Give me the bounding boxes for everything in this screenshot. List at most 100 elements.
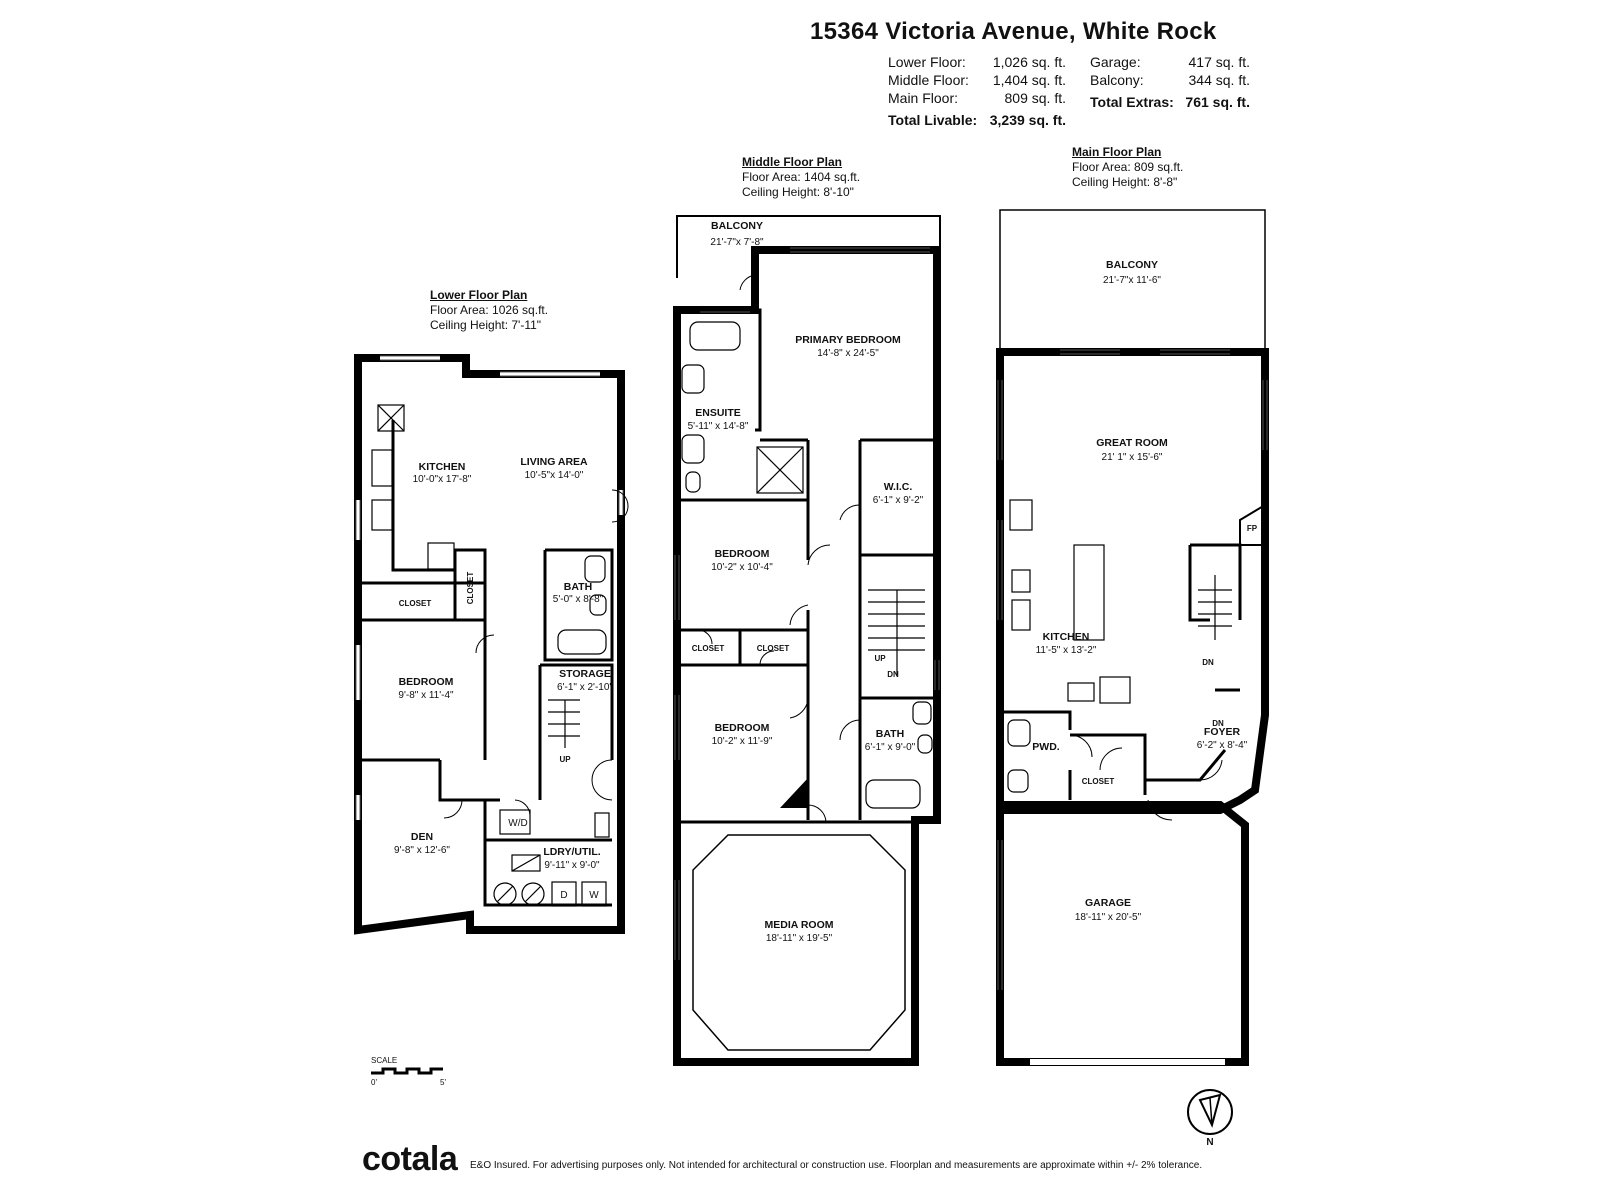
north-label: N [1206, 1137, 1213, 1148]
room-name: STORAGE [559, 668, 611, 680]
property-address: 15364 Victoria Avenue, White Rock [810, 18, 1217, 45]
dryer-tag: D [560, 890, 567, 901]
room-dims: 6'-2" x 8'-4" [1197, 740, 1248, 751]
main-balcony-rail [999, 209, 1266, 352]
middle-doors [697, 274, 861, 823]
middle-floor-outline [673, 246, 941, 1066]
room-name: LDRY/UTIL. [543, 846, 600, 858]
room-name: CLOSET [399, 599, 432, 608]
garage-outline [996, 801, 1249, 1066]
middle-windows [674, 247, 940, 960]
room-name: BEDROOM [715, 722, 770, 734]
room-name: LIVING AREA [520, 456, 588, 468]
area-summary-left: Lower Floor:1,026 sq. ft. Middle Floor:1… [888, 53, 1066, 129]
room-name: KITCHEN [1043, 631, 1090, 643]
room-dims: 14'-8" x 24'-5" [817, 348, 879, 359]
lower-floor-header: Lower Floor Plan Floor Area: 1026 sq.ft.… [430, 288, 548, 333]
main-interior-walls [1000, 543, 1242, 800]
room-dims: 10'-2" x 11'-9" [712, 736, 773, 747]
scale-label: SCALE [371, 1056, 397, 1065]
fireplace-tag: FP [1247, 524, 1258, 533]
room-name: KITCHEN [419, 461, 466, 473]
area-row-middle: Middle Floor:1,404 sq. ft. [888, 72, 1066, 88]
room-name: CLOSET [1082, 777, 1115, 786]
area-row-garage: Garage:417 sq. ft. [1090, 54, 1250, 70]
main-room-labels: BALCONY 21'-7"x 11'-6" GREAT ROOM 21' 1"… [1032, 259, 1257, 923]
room-dims: 10'-5"x 14'-0" [525, 470, 584, 481]
room-name: FOYER [1204, 726, 1241, 738]
area-row-lower: Lower Floor:1,026 sq. ft. [888, 54, 1066, 70]
room-name: CLOSET [692, 644, 725, 653]
room-name: GREAT ROOM [1096, 437, 1168, 449]
lower-floor-outline [354, 354, 625, 935]
stair-down-tag: DN [1212, 719, 1224, 728]
room-dims: 9'-11" x 9'-0" [544, 860, 600, 871]
room-name: CLOSET [466, 572, 475, 605]
media-room-octagon [692, 834, 906, 1051]
room-dims: 21'-7"x 7'-8" [710, 237, 764, 248]
room-dims: 21' 1" x 15'-6" [1102, 452, 1163, 463]
lower-windows [355, 355, 624, 820]
room-dims: 6'-1" x 2'-10" [557, 682, 613, 693]
stair-down-tag: DN [887, 670, 899, 679]
room-name: PWD. [1032, 741, 1059, 753]
room-dims: 5'-11" x 14'-8" [688, 421, 749, 432]
main-floor-outline [996, 348, 1269, 814]
room-name: ENSUITE [695, 407, 741, 419]
room-name: GARAGE [1085, 897, 1131, 909]
main-floor-plan [996, 209, 1269, 1066]
room-dims: 5'-0" x 8'-8" [553, 594, 604, 605]
room-name: BEDROOM [399, 676, 454, 688]
room-dims: 21'-7"x 11'-6" [1103, 275, 1161, 286]
middle-balcony-rail [676, 215, 941, 278]
room-name: PRIMARY BEDROOM [795, 334, 901, 346]
room-dims: 11'-5" x 13'-2" [1036, 645, 1097, 656]
main-fixtures [1007, 499, 1232, 793]
washer-tag: W [589, 890, 599, 901]
north-compass-icon: N [1187, 1089, 1233, 1148]
middle-floor-header: Middle Floor Plan Floor Area: 1404 sq.ft… [742, 155, 860, 200]
room-dims: 18'-11" x 20'-5" [1075, 912, 1142, 923]
disclaimer-text: E&O Insured. For advertising purposes on… [470, 1160, 1203, 1171]
main-floor-title: Main Floor Plan [1072, 145, 1162, 159]
stair-up-tag: UP [559, 755, 571, 764]
area-summary-right: Garage:417 sq. ft. Balcony:344 sq. ft. T… [1090, 53, 1250, 111]
room-name: BATH [564, 581, 592, 593]
room-name: BATH [876, 728, 904, 740]
middle-floor-area: Floor Area: 1404 sq.ft. [742, 170, 861, 184]
stair-down-tag: DN [1202, 658, 1214, 667]
room-name: CLOSET [757, 644, 790, 653]
scale-bar: SCALE 0' 5' [371, 1056, 446, 1087]
lower-fixtures [371, 404, 610, 907]
main-windows [997, 349, 1268, 990]
room-name: MEDIA ROOM [764, 919, 833, 931]
room-dims: 10'-2" x 10'-4" [711, 562, 773, 573]
middle-floor-title: Middle Floor Plan [742, 155, 843, 169]
room-dims: 6'-1" x 9'-0" [865, 742, 916, 753]
lower-windows-lines [355, 355, 624, 820]
room-dims: 18'-11" x 19'-5" [766, 933, 833, 944]
room-name: BALCONY [1106, 259, 1158, 271]
room-name: DEN [411, 831, 433, 843]
lower-interior-walls [358, 420, 614, 907]
lower-floor-ceiling: Ceiling Height: 7'-11" [430, 318, 542, 332]
room-dims: 9'-8" x 12'-6" [394, 845, 450, 856]
middle-room-labels: BALCONY 21'-7"x 7'-8" PRIMARY BEDROOM 14… [688, 220, 924, 944]
total-livable: Total Livable:3,239 sq. ft. [888, 112, 1066, 128]
room-name: BALCONY [711, 220, 763, 232]
room-name: W.I.C. [884, 481, 913, 493]
main-doors [1069, 734, 1223, 821]
middle-fixtures [681, 321, 933, 809]
total-extras: Total Extras:761 sq. ft. [1090, 94, 1250, 110]
lower-floor-plan [354, 354, 629, 935]
lower-doors [443, 489, 629, 819]
brand-logo: cotala [362, 1140, 458, 1178]
area-row-balcony: Balcony:344 sq. ft. [1090, 72, 1250, 88]
main-floor-header: Main Floor Plan Floor Area: 809 sq.ft. C… [1072, 145, 1183, 190]
scale-max: 5' [440, 1078, 446, 1087]
middle-floor-ceiling: Ceiling Height: 8'-10" [742, 185, 854, 199]
bedroom-corner-fill [780, 778, 808, 808]
fireplace [1239, 503, 1266, 546]
main-floor-ceiling: Ceiling Height: 8'-8" [1072, 175, 1178, 189]
